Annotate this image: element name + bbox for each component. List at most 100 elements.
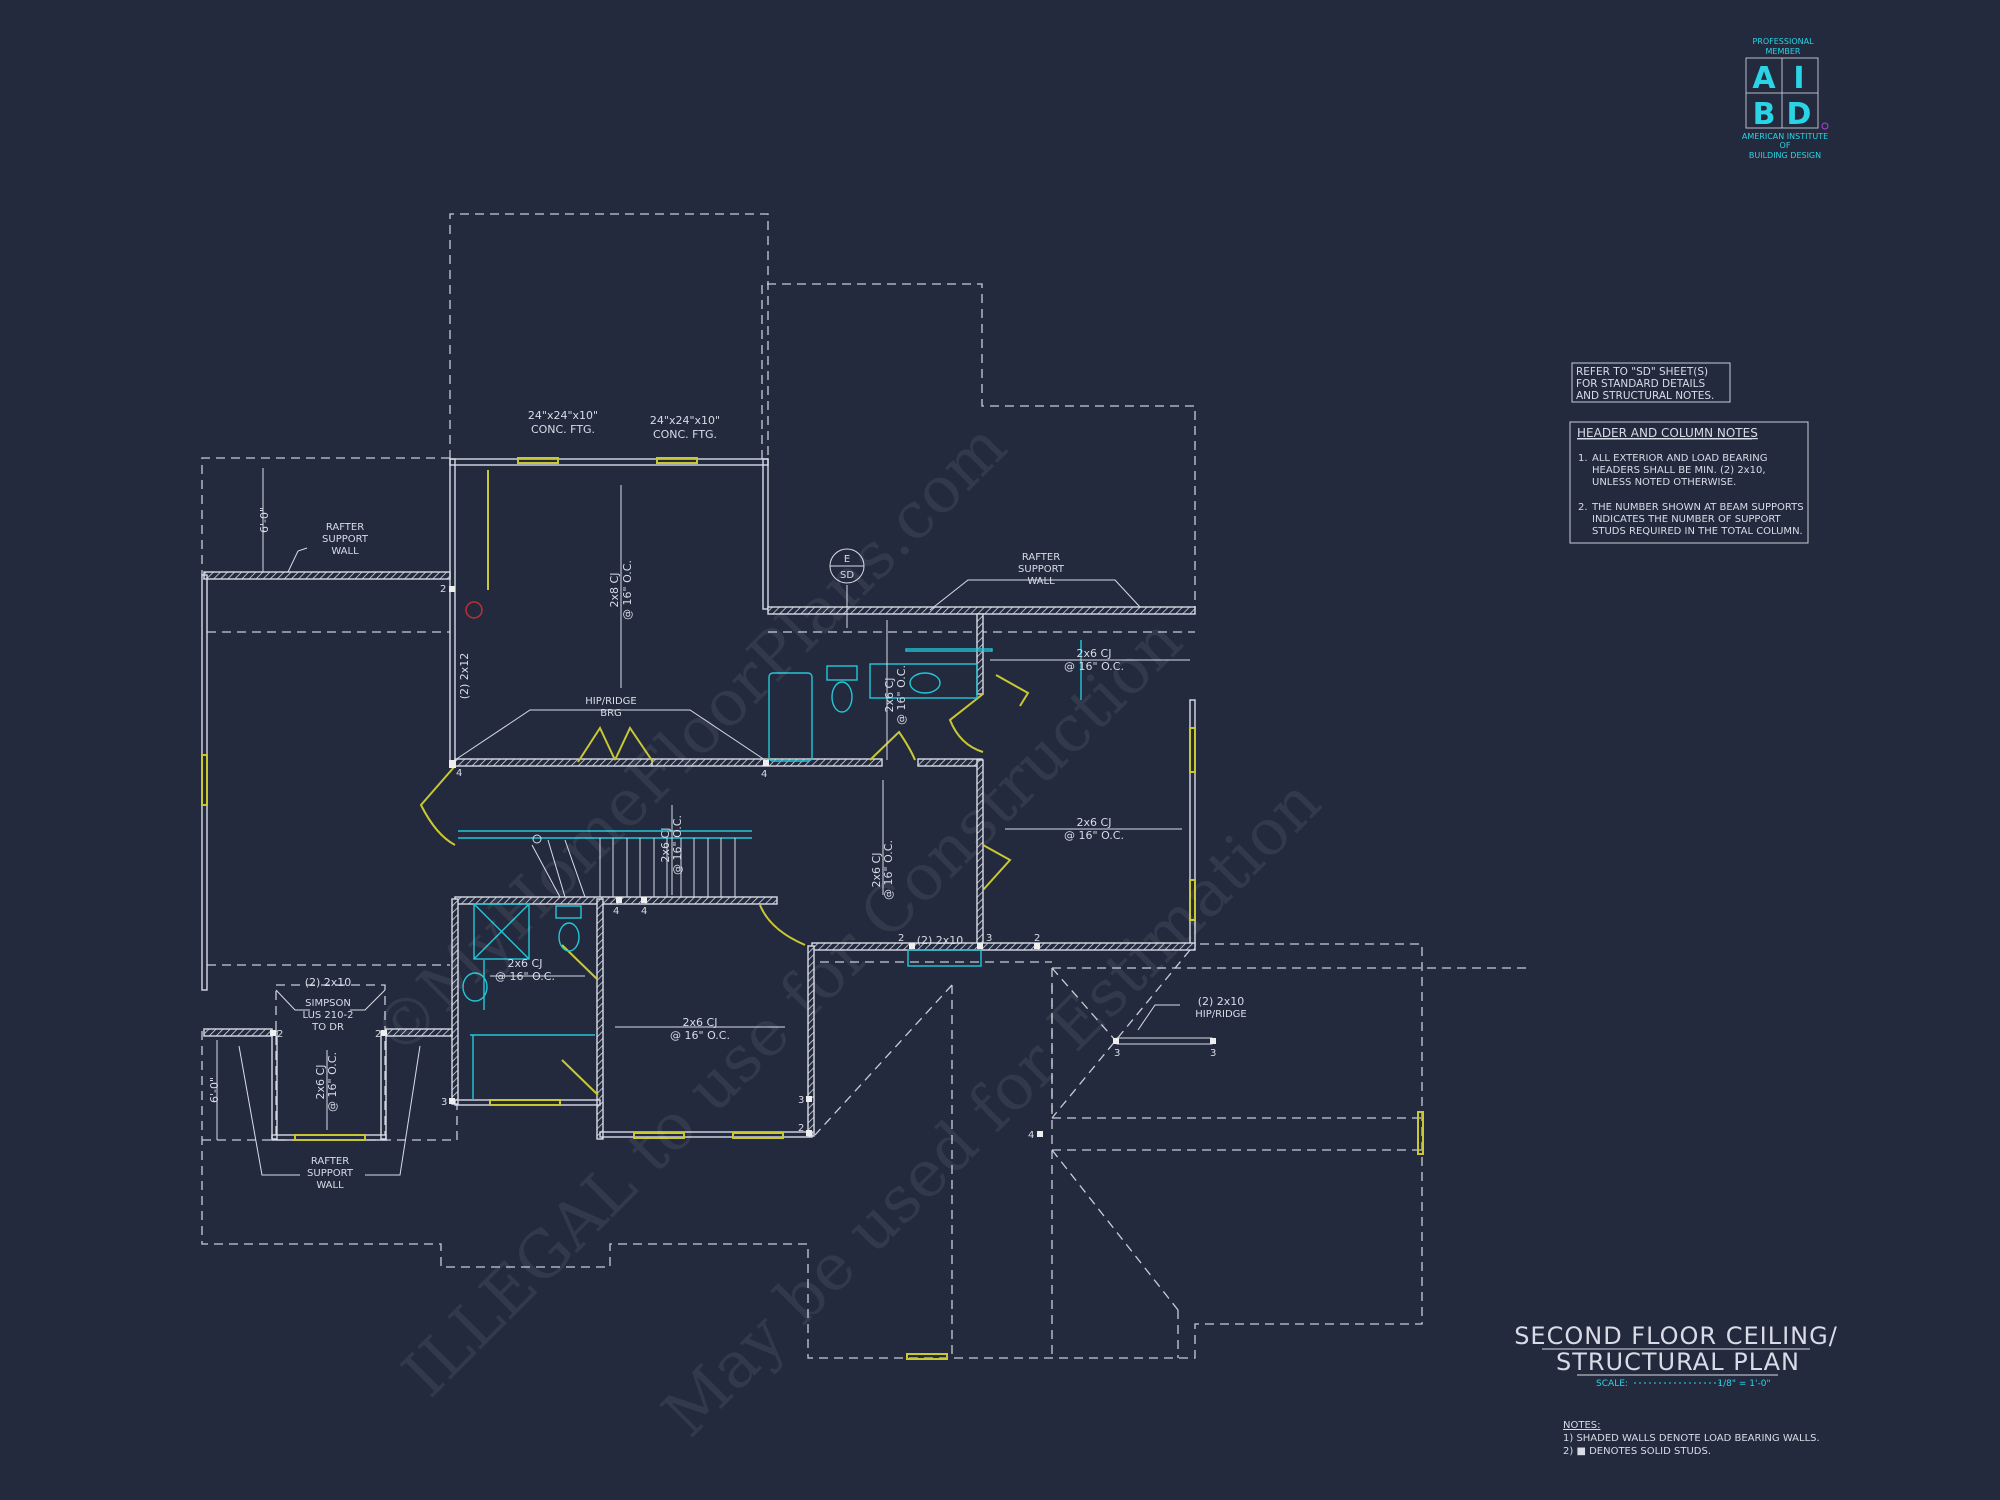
svg-text:LUS 210-2: LUS 210-2: [303, 1010, 354, 1021]
svg-text:INDICATES THE NUMBER OF SUPPOR: INDICATES THE NUMBER OF SUPPORT: [1592, 514, 1782, 525]
svg-text:STRUCTURAL PLAN: STRUCTURAL PLAN: [1556, 1348, 1800, 1376]
svg-text:@ 16" O.C.: @ 16" O.C.: [495, 970, 555, 983]
svg-text:WALL: WALL: [331, 546, 359, 557]
svg-text:@ 16" O.C.: @ 16" O.C.: [895, 665, 908, 725]
svg-text:TO DR: TO DR: [311, 1022, 344, 1033]
svg-text:A: A: [1752, 61, 1776, 96]
watermark: ©MyHomeFloorPlans.com ILLEGAL to use for…: [359, 409, 1335, 1451]
svg-text:(2) 2x10: (2) 2x10: [305, 976, 352, 989]
svg-text:4: 4: [456, 768, 462, 779]
svg-text:2x6 CJ: 2x6 CJ: [659, 828, 672, 863]
svg-text:STUDS REQUIRED IN THE TOTAL CO: STUDS REQUIRED IN THE TOTAL COLUMN.: [1592, 526, 1803, 537]
svg-text:2x6 CJ: 2x6 CJ: [1077, 816, 1112, 829]
svg-text:2x8 CJ: 2x8 CJ: [608, 573, 621, 608]
svg-text:SIMPSON: SIMPSON: [305, 998, 351, 1009]
refer-note-box: REFER TO "SD" SHEET(S) FOR STANDARD DETA…: [1571, 362, 1731, 403]
svg-text:E: E: [844, 554, 850, 565]
roof-outline-dashed: [201, 213, 1530, 1359]
svg-text:2: 2: [898, 933, 904, 944]
bath-fixtures: [462, 640, 1082, 1100]
svg-text:SUPPORT: SUPPORT: [322, 534, 369, 545]
svg-text:@ 16" O.C.: @ 16" O.C.: [670, 1029, 730, 1042]
svg-text:REFER TO "SD" SHEET(S): REFER TO "SD" SHEET(S): [1576, 366, 1708, 378]
svg-text:@ 16" O.C.: @ 16" O.C.: [882, 840, 895, 900]
svg-text:2.: 2.: [1578, 502, 1588, 513]
svg-text:3: 3: [1210, 1048, 1216, 1059]
svg-text:2x6 CJ: 2x6 CJ: [683, 1016, 718, 1029]
svg-text:@ 16" O.C.: @ 16" O.C.: [326, 1052, 339, 1112]
svg-text:CONC. FTG.: CONC. FTG.: [531, 423, 595, 436]
svg-text:(2) 2x10: (2) 2x10: [917, 934, 964, 947]
svg-text:3: 3: [1114, 1048, 1120, 1059]
svg-text:AND STRUCTURAL NOTES.: AND STRUCTURAL NOTES.: [1576, 390, 1714, 402]
svg-text:6'-0": 6'-0": [208, 1077, 221, 1103]
svg-text:24"x24"x10": 24"x24"x10": [650, 414, 720, 427]
svg-text:6'-0": 6'-0": [258, 507, 271, 533]
svg-text:4: 4: [641, 906, 647, 917]
svg-text:THE NUMBER SHOWN AT BEAM SUPPO: THE NUMBER SHOWN AT BEAM SUPPORTS: [1591, 502, 1804, 513]
header-column-notes-box: HEADER AND COLUMN NOTES 1. ALL EXTERIOR …: [1569, 421, 1809, 544]
svg-text:2x6 CJ: 2x6 CJ: [1077, 647, 1112, 660]
svg-text:PROFESSIONAL: PROFESSIONAL: [1752, 37, 1814, 46]
svg-text:2: 2: [440, 584, 446, 595]
svg-text:@ 16" O.C.: @ 16" O.C.: [671, 815, 684, 875]
svg-text:ALL EXTERIOR AND LOAD BEARING: ALL EXTERIOR AND LOAD BEARING: [1592, 453, 1767, 464]
svg-text:May be used for Estimation: May be used for Estimation: [649, 765, 1335, 1451]
svg-text:2x6 CJ: 2x6 CJ: [314, 1065, 327, 1100]
svg-text:SCALE:: SCALE:: [1596, 1379, 1628, 1389]
svg-text:1/8" = 1'-0": 1/8" = 1'-0": [1717, 1379, 1770, 1389]
svg-text:HEADERS SHALL BE MIN. (2) 2x10: HEADERS SHALL BE MIN. (2) 2x10,: [1592, 465, 1766, 476]
svg-text:4: 4: [613, 906, 619, 917]
svg-text:4: 4: [1028, 1130, 1034, 1141]
svg-text:CONC. FTG.: CONC. FTG.: [653, 428, 717, 441]
svg-text:2) ■ DENOTES SOLID STUDS.: 2) ■ DENOTES SOLID STUDS.: [1563, 1446, 1711, 1457]
svg-text:MEMBER: MEMBER: [1766, 47, 1801, 56]
svg-text:@ 16" O.C.: @ 16" O.C.: [1064, 829, 1124, 842]
svg-text:(2) 2x12: (2) 2x12: [458, 653, 471, 700]
svg-text:2: 2: [277, 1029, 283, 1040]
stair-treads: [531, 834, 736, 898]
svg-text:WALL: WALL: [316, 1180, 344, 1191]
svg-text:UNLESS NOTED OTHERWISE.: UNLESS NOTED OTHERWISE.: [1592, 477, 1736, 488]
stud-count-labels: 2 4 4 4 4 2 2 3 3 2 2 3 2 3 3 4: [277, 584, 1216, 1141]
svg-text:2x6 CJ: 2x6 CJ: [508, 957, 543, 970]
svg-text:4: 4: [761, 769, 767, 780]
solid-studs: [270, 586, 1216, 1137]
plan-labels: 24"x24"x10"CONC. FTG. 24"x24"x10"CONC. F…: [208, 409, 1247, 1191]
svg-text:HIP/RIDGE: HIP/RIDGE: [585, 696, 637, 707]
svg-text:HIP/RIDGE: HIP/RIDGE: [1195, 1009, 1247, 1020]
svg-text:RAFTER: RAFTER: [326, 522, 364, 533]
svg-text:@ 16" O.C.: @ 16" O.C.: [621, 560, 634, 620]
svg-text:2: 2: [1034, 933, 1040, 944]
svg-text:3: 3: [986, 933, 992, 944]
svg-text:BRG: BRG: [600, 708, 622, 719]
svg-text:HEADER AND COLUMN NOTES: HEADER AND COLUMN NOTES: [1577, 426, 1758, 440]
svg-text:B: B: [1753, 97, 1776, 132]
svg-text:3: 3: [798, 1095, 804, 1106]
svg-text:SD: SD: [840, 570, 854, 581]
svg-text:SUPPORT: SUPPORT: [307, 1168, 354, 1179]
svg-text:24"x24"x10": 24"x24"x10": [528, 409, 598, 422]
svg-text:WALL: WALL: [1027, 576, 1055, 587]
svg-text:SUPPORT: SUPPORT: [1018, 564, 1065, 575]
svg-text:OF: OF: [1780, 141, 1791, 150]
svg-text:1.: 1.: [1578, 453, 1588, 464]
svg-text:SECOND FLOOR CEILING/: SECOND FLOOR CEILING/: [1514, 1322, 1838, 1350]
svg-text:RAFTER: RAFTER: [311, 1156, 349, 1167]
svg-text:BUILDING DESIGN: BUILDING DESIGN: [1749, 151, 1821, 160]
svg-text:FOR STANDARD DETAILS: FOR STANDARD DETAILS: [1576, 378, 1705, 390]
svg-text:2x6 CJ: 2x6 CJ: [883, 678, 896, 713]
svg-text:©MyHomeFloorPlans.com: ©MyHomeFloorPlans.com: [359, 409, 1021, 1071]
chimney-marker-icon: [465, 601, 483, 619]
drawing-title: SECOND FLOOR CEILING/ STRUCTURAL PLAN SC…: [1514, 1322, 1838, 1389]
svg-text:@ 16" O.C.: @ 16" O.C.: [1064, 660, 1124, 673]
svg-text:NOTES:: NOTES:: [1563, 1420, 1601, 1431]
svg-text:2x6 CJ: 2x6 CJ: [870, 853, 883, 888]
svg-text:I: I: [1793, 61, 1804, 96]
svg-text:AMERICAN INSTITUTE: AMERICAN INSTITUTE: [1742, 132, 1828, 141]
svg-text:1) SHADED WALLS DENOTE LOAD BE: 1) SHADED WALLS DENOTE LOAD BEARING WALL…: [1563, 1433, 1820, 1444]
svg-text:2: 2: [798, 1123, 804, 1134]
svg-text:RAFTER: RAFTER: [1022, 552, 1060, 563]
